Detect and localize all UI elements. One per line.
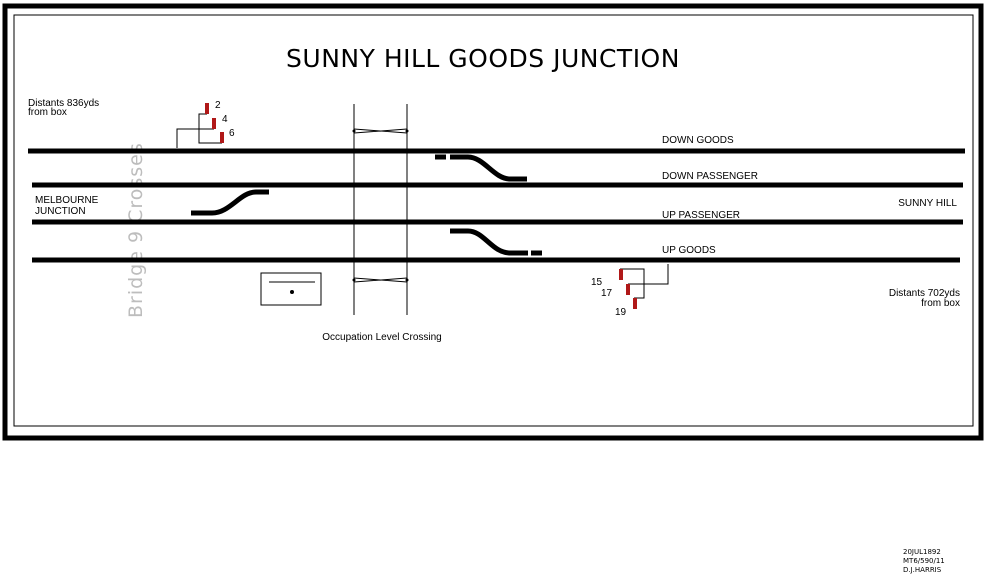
signal-number: 4 xyxy=(222,114,228,125)
signal-15-icon xyxy=(619,269,623,280)
track-label-up-passenger: UP PASSENGER xyxy=(662,210,740,221)
bridge-label: Bridge 9 Crosses xyxy=(125,142,147,318)
track-label-up-goods: UP GOODS xyxy=(662,245,716,256)
inner-frame xyxy=(13,14,974,427)
siding-down-goods xyxy=(450,154,527,182)
signal-number: 15 xyxy=(591,277,603,288)
signal-box xyxy=(260,272,322,306)
outer-frame xyxy=(2,3,984,441)
distants-right-line1: Distants 702yds xyxy=(889,288,960,299)
distants-left-line1: Distants 836yds xyxy=(28,98,99,109)
signal-6-icon xyxy=(220,132,224,143)
signal-4-icon xyxy=(212,118,216,129)
occupation-level-crossing xyxy=(352,104,409,315)
signal-17-icon xyxy=(626,284,630,295)
signal-bracket-right xyxy=(619,264,669,309)
credit-ref: MT6/590/11 xyxy=(903,557,945,565)
signal-2-icon xyxy=(205,103,209,114)
signal-number: 2 xyxy=(215,100,221,111)
signal-19-icon xyxy=(633,298,637,309)
left-end-label-1: MELBOURNE xyxy=(35,195,99,206)
track-label-down-goods: DOWN GOODS xyxy=(662,135,734,146)
crossing-label: Occupation Level Crossing xyxy=(322,332,442,343)
siding-up-goods xyxy=(450,228,528,256)
credit-author: D.J.HARRIS xyxy=(903,566,942,574)
signal-bracket-left xyxy=(176,103,224,148)
track-label-down-passenger: DOWN PASSENGER xyxy=(662,171,758,182)
crossover-left xyxy=(191,189,269,216)
signal-number: 17 xyxy=(601,288,613,299)
signal-number: 6 xyxy=(229,128,235,139)
right-end-label: SUNNY HILL xyxy=(898,198,957,209)
distants-right-line2: from box xyxy=(921,298,960,309)
diagram-title: SUNNY HILL GOODS JUNCTION xyxy=(286,44,680,73)
signal-number: 19 xyxy=(615,307,627,318)
distants-left-line2: from box xyxy=(28,107,67,118)
credit-date: 20JUL1892 xyxy=(903,548,941,556)
left-end-label-2: JUNCTION xyxy=(35,206,86,217)
